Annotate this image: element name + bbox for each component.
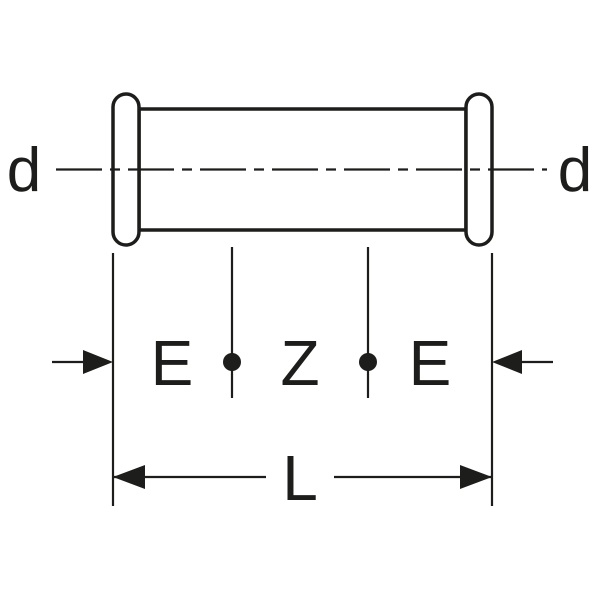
coupling-part [111, 92, 494, 247]
e-dim-arrow-right-icon [492, 350, 522, 374]
l-dimension-row: L [113, 442, 492, 514]
length-label: L [282, 442, 318, 514]
chain-dim-dot-right [359, 353, 377, 371]
e-dim-arrow-left-icon [83, 350, 113, 374]
chain-dim-dot-left [223, 353, 241, 371]
z-label: Z [280, 327, 319, 399]
e-left-label: E [151, 327, 194, 399]
l-dim-arrow-left-icon [113, 465, 145, 489]
e-right-label: E [409, 327, 452, 399]
diameter-label-right: d [558, 136, 592, 205]
eze-dimension-row: E Z E [52, 327, 553, 399]
diameter-label-left: d [7, 136, 41, 205]
l-dim-arrow-right-icon [460, 465, 492, 489]
